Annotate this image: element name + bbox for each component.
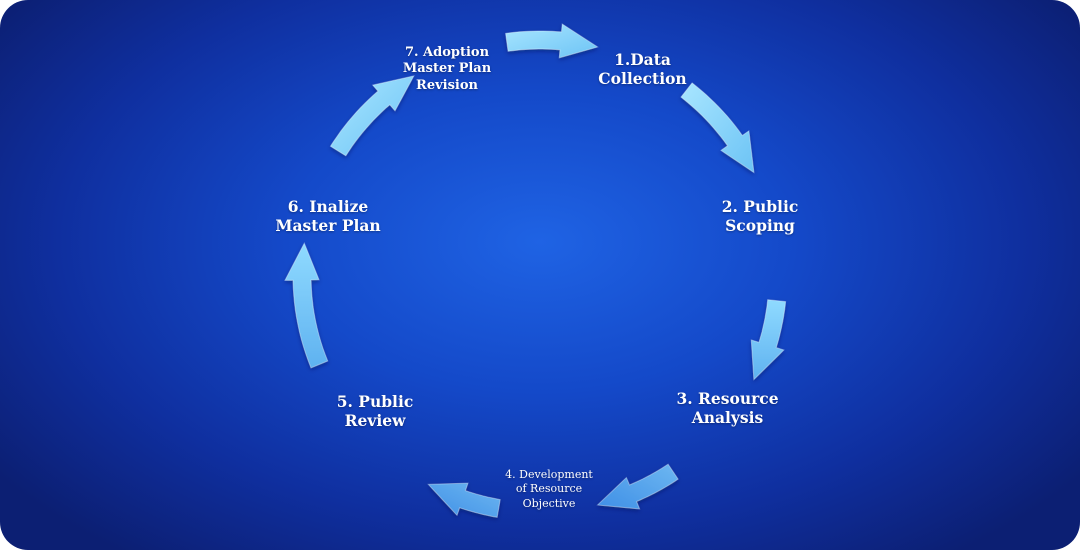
arrow-7-to-1 <box>505 23 599 59</box>
arrow-1-to-2 <box>680 82 755 174</box>
arrow-3-to-4 <box>596 463 679 510</box>
arrow-6-to-7 <box>329 75 415 157</box>
step-2-label: 2. Public Scoping <box>721 197 799 236</box>
step-6-label: 6. Inalize Master Plan <box>275 197 381 236</box>
arrow-2-to-3 <box>750 299 787 381</box>
arrow-4-to-5 <box>427 482 501 518</box>
step-7-label: 7. Adoption Master Plan Revision <box>402 45 492 93</box>
arrow-5-to-6 <box>284 242 329 369</box>
step-5-label: 5. Public Review <box>336 392 414 431</box>
step-1-label: 1.Data Collection <box>598 50 687 89</box>
step-3-label: 3. Resource Analysis <box>676 389 779 428</box>
step-4-label: 4. Development of Resource Objective <box>505 468 593 510</box>
